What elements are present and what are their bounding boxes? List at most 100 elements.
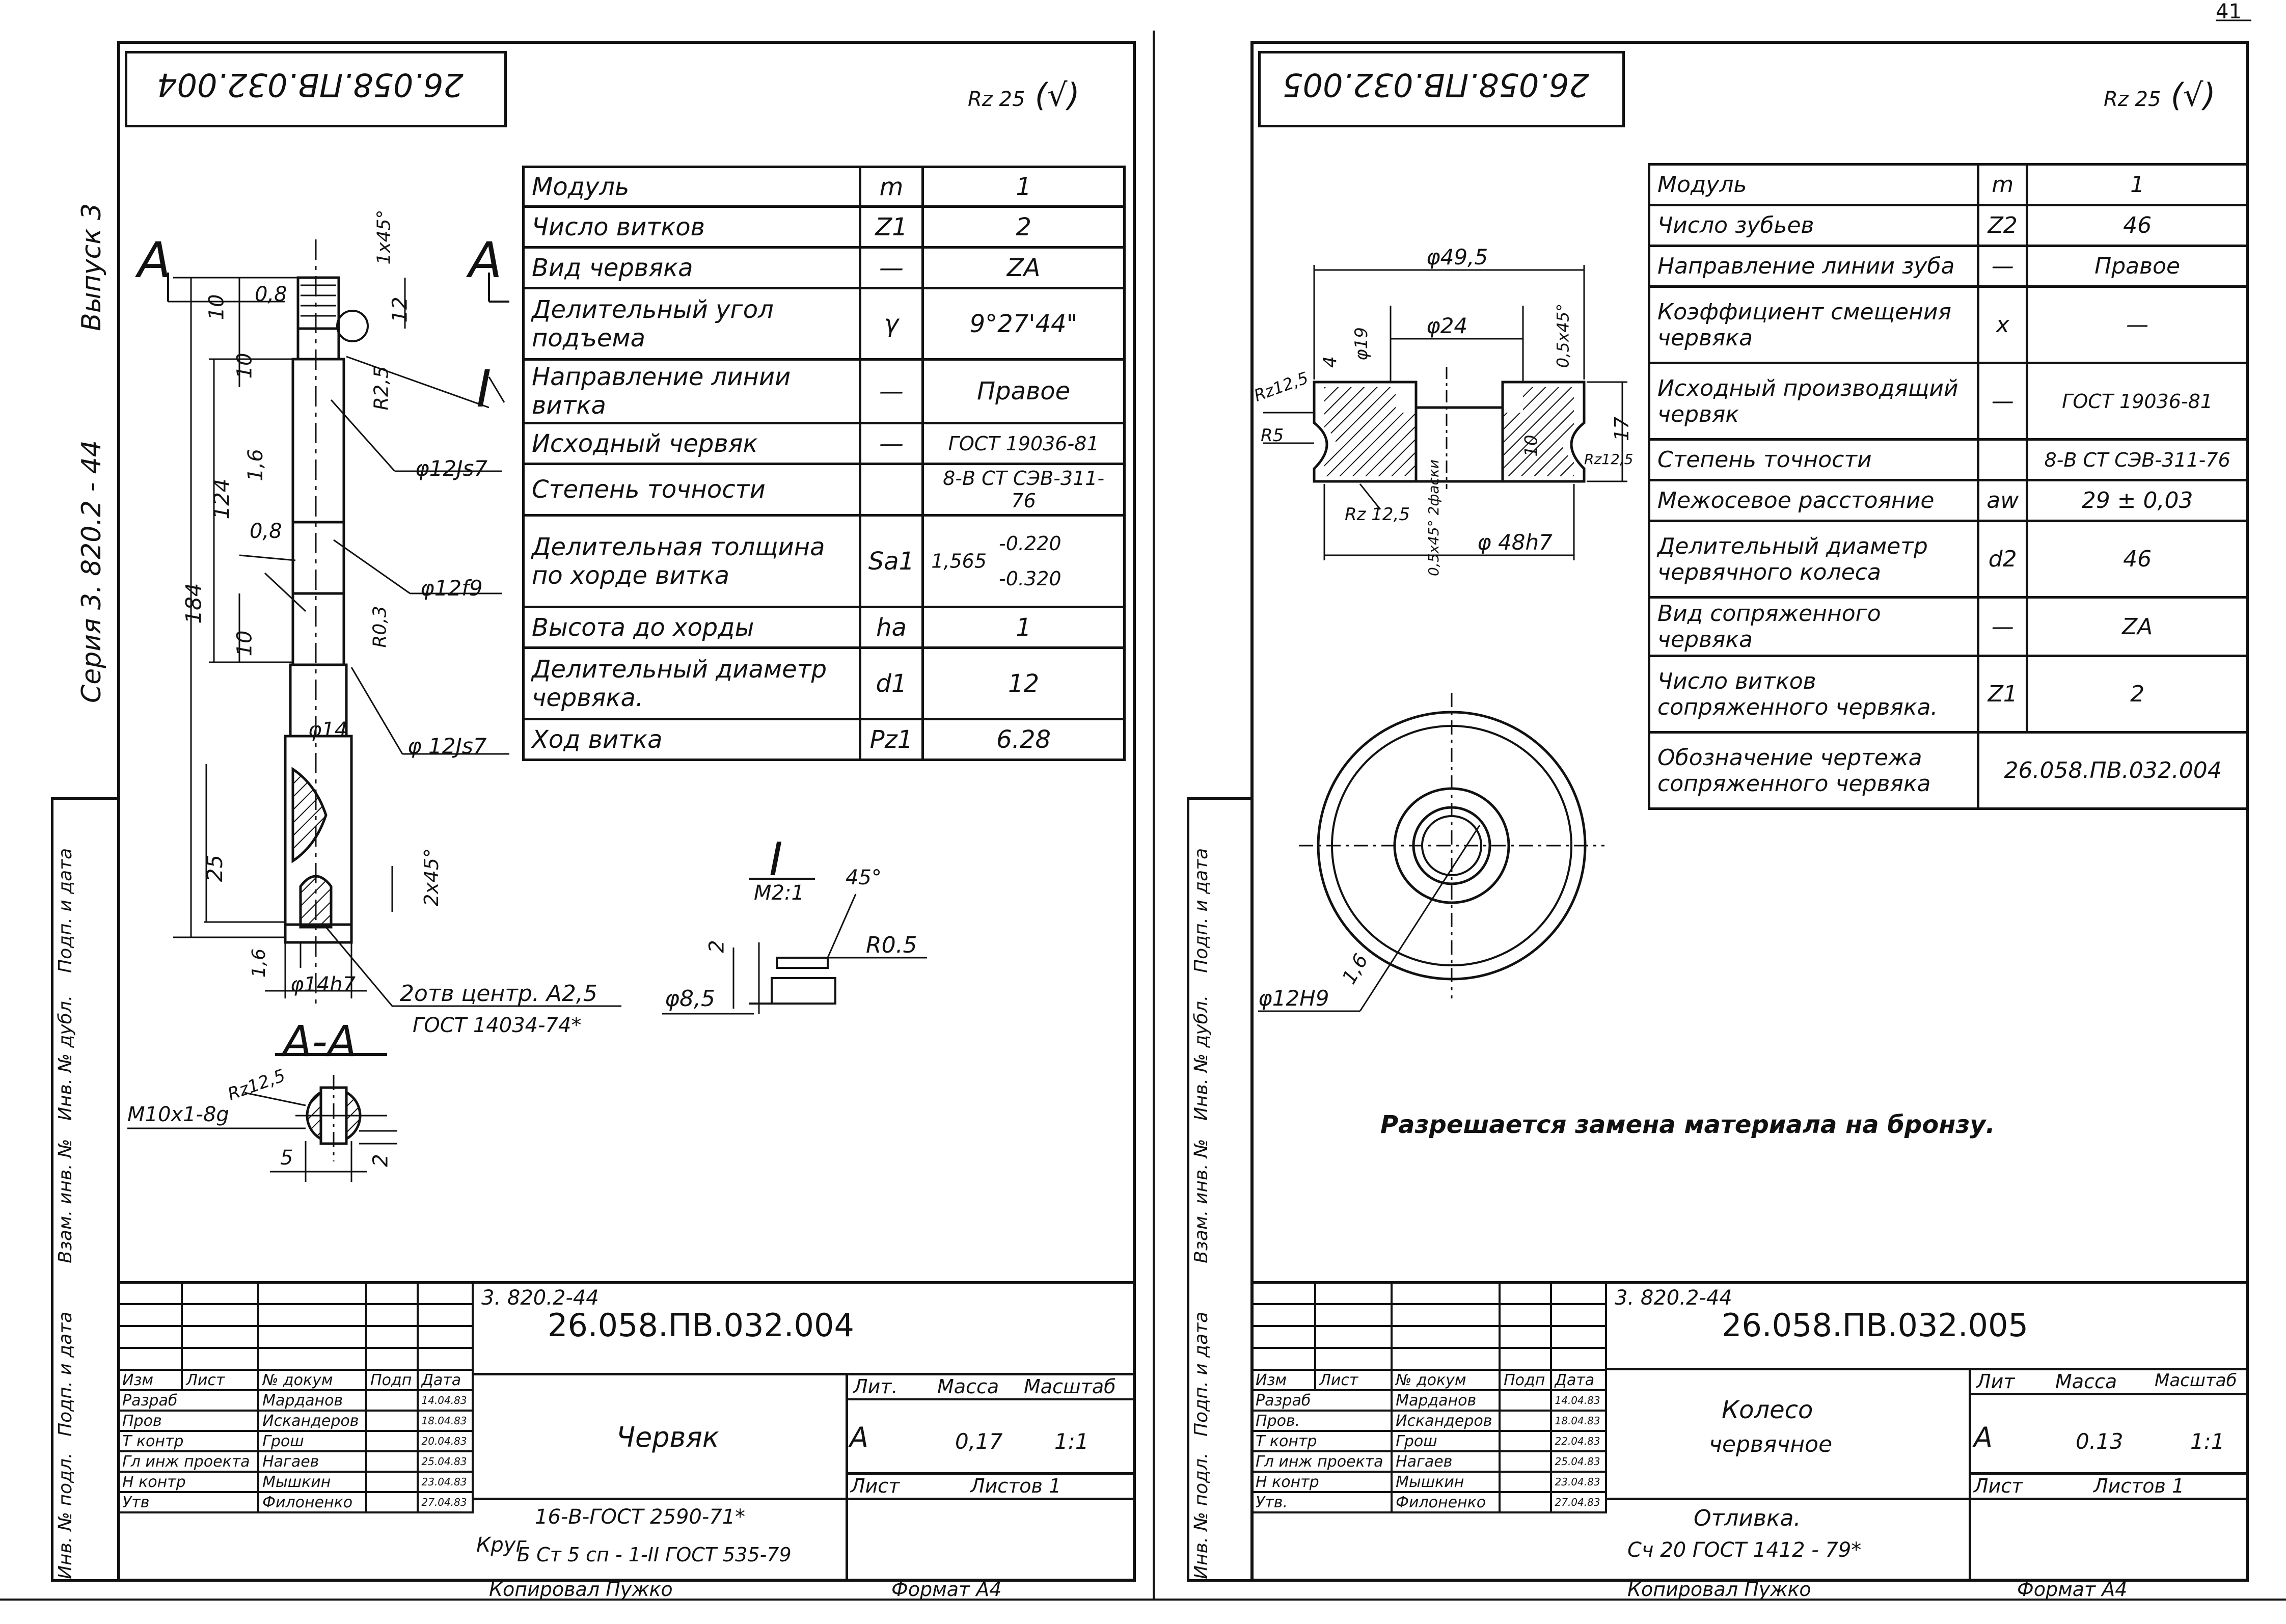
detail-2: 2 [705, 940, 729, 953]
right-tb-sheet: Лист [1974, 1475, 2023, 1497]
spec-value: 9°27'44" [921, 287, 1126, 361]
left-spec-row: Направление линии витка—Правое [522, 358, 1126, 424]
tb-cell [365, 1281, 419, 1305]
left-tb-empty-row [117, 1281, 474, 1305]
tb-cell [181, 1325, 260, 1349]
spec-symbol [1977, 438, 2029, 481]
tb-col-sign: Подп [1499, 1369, 1552, 1391]
tb-role: Утв. [1250, 1491, 1393, 1513]
left-side-stamp-2: Инв. № дубл. [55, 995, 76, 1121]
right-tb-lit-h: Лит [1976, 1370, 2015, 1393]
tb-person: Искандеров [257, 1410, 368, 1432]
tb-date: 20.04.83 [416, 1430, 474, 1452]
right-side-stamp-3: Взам. инв. № [1191, 1139, 1212, 1263]
dim-d495: φ49,5 [1426, 245, 1488, 269]
tb-role: Разраб [1250, 1389, 1393, 1412]
tb-role: Т контр [1250, 1430, 1393, 1452]
detail-callout-i: I [476, 359, 492, 419]
dim-12: 12 [388, 296, 412, 323]
dim-10-top: 10 [205, 294, 229, 320]
tb-cell [1499, 1303, 1552, 1327]
dim-10-low: 10 [233, 630, 257, 657]
tb-person: Нагаев [1391, 1450, 1501, 1473]
left-tb-separator-2 [474, 1498, 1136, 1500]
thread-label: М10х1-8g [127, 1103, 229, 1126]
tb-cell [1314, 1303, 1393, 1327]
dim-r03: R0,3 [369, 606, 391, 648]
tb-cell [117, 1281, 183, 1305]
dim-chamfer-top-r: 0,5х45° [1553, 303, 1573, 368]
tb-cell [181, 1303, 260, 1327]
dim-r5: R5 [1261, 425, 1284, 446]
tb-date: 22.04.83 [1549, 1430, 1607, 1452]
left-tb-name: Червяк [616, 1421, 719, 1453]
left-tb-mat-2: Б Ст 5 сп - 1-II ГОСТ 535-79 [517, 1544, 792, 1566]
spec-symbol: x [1977, 285, 2029, 364]
tb-cell [257, 1281, 368, 1305]
tb-role: Н контр [117, 1471, 260, 1493]
spec-symbol: Z2 [1977, 204, 2029, 247]
right-surface-mark: Rz 25 (√) [2104, 76, 2216, 114]
tb-signature [365, 1430, 419, 1452]
tb-cell [1499, 1281, 1552, 1305]
tb-signature [365, 1491, 419, 1513]
spec-symbol: Z1 [1977, 655, 2029, 734]
tb-cell [181, 1347, 260, 1371]
right-tb-separator [1607, 1368, 2249, 1370]
section-aa-label: А-А [283, 1016, 357, 1066]
dim-16-top: 1,6 [243, 449, 267, 481]
right-code-stamp-text: 26.058.ПВ.032.005 [1283, 66, 1589, 103]
tb-cell [1250, 1303, 1317, 1327]
tb-role: Н контр [1250, 1471, 1393, 1493]
spec-value: Правое [2026, 245, 2249, 288]
left-tb-row-line-2 [846, 1398, 1136, 1400]
tb-date: 25.04.83 [416, 1450, 474, 1473]
tb-role: Разраб [117, 1389, 260, 1412]
left-side-stamp-3: Взам. инв. № [55, 1139, 76, 1263]
detail-angle: 45° [846, 866, 882, 889]
detail-r: R0.5 [866, 932, 917, 958]
tb-role: Утв [117, 1491, 260, 1513]
spec-value: — [2026, 285, 2249, 364]
tb-cell [117, 1347, 183, 1371]
tb-col-izm: Изм [117, 1369, 183, 1391]
spec-label: Исходный червяк [522, 422, 861, 465]
spec-label: Высота до хорды [522, 606, 861, 649]
tb-cell [416, 1347, 474, 1371]
dim-rz-c: Rz12,5 [1584, 451, 1634, 468]
spec-label: Делительная толщина по хорде витка [522, 514, 861, 608]
section-label-a-left: A [138, 232, 171, 289]
spec-value: 1 [2026, 163, 2249, 206]
dim-25: 25 [202, 854, 228, 882]
right-tb-code: 26.058.ПВ.032.005 [1722, 1307, 2028, 1344]
tb-signature [365, 1389, 419, 1412]
tb-signature [365, 1450, 419, 1473]
tb-date: 18.04.83 [416, 1410, 474, 1432]
left-side-stamp-4: Подп. и дата [55, 1311, 76, 1437]
right-tb-mass-v: 0.13 [2076, 1429, 2124, 1454]
spec-label: Делительный диаметр червячного колеса [1647, 520, 1980, 599]
dim-12f9: φ12f9 [420, 576, 483, 601]
spec-value: 29 ± 0,03 [2026, 479, 2249, 522]
left-tb-vline [846, 1373, 848, 1582]
dim-rz-b: Rz 12,5 [1345, 504, 1410, 525]
left-tb-lit-h: Лит. [853, 1375, 898, 1398]
tb-col-izm: Изм [1250, 1369, 1317, 1391]
left-side-stamp-5: Инв. № подл. [55, 1452, 76, 1579]
tb-person: Искандеров [1391, 1410, 1501, 1432]
dim-08-top: 0,8 [255, 283, 287, 306]
tb-person: Нагаев [257, 1450, 368, 1473]
